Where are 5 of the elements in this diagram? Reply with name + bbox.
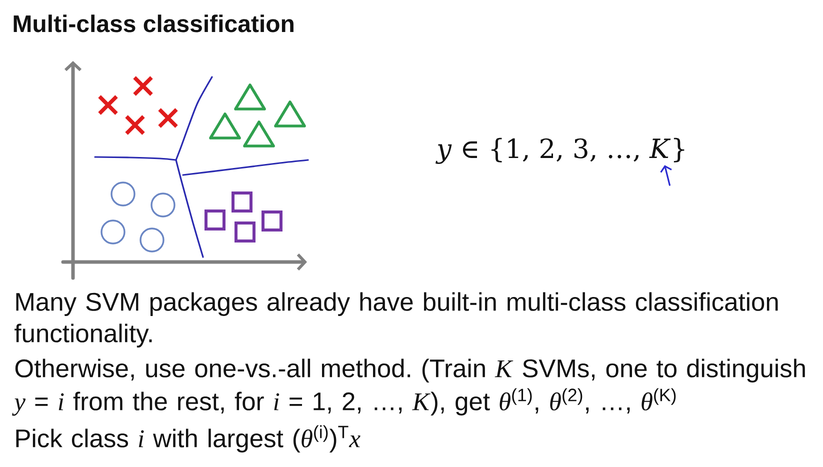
formula: y ∈ {1, 2, 3, …, K} [436, 138, 684, 164]
title: Multi-class classification [14, 14, 294, 32]
paragraph-text: Many SVM packages already have built-in multi-class classification functionality. [14, 292, 778, 348]
paragraph-text: Otherwise, use one-vs.-all method. (Train K SVMs, one to distinguish y = i from the rest, for i = 1, 2, …, K), get θ$^{(1)}$, θ$^{(2)}$, …, θ$^{(K)}$ [12, 358, 805, 416]
paragraph-text: Pick class i with largest (θ$^{(i)}$)$^{T}$x [16, 425, 360, 452]
